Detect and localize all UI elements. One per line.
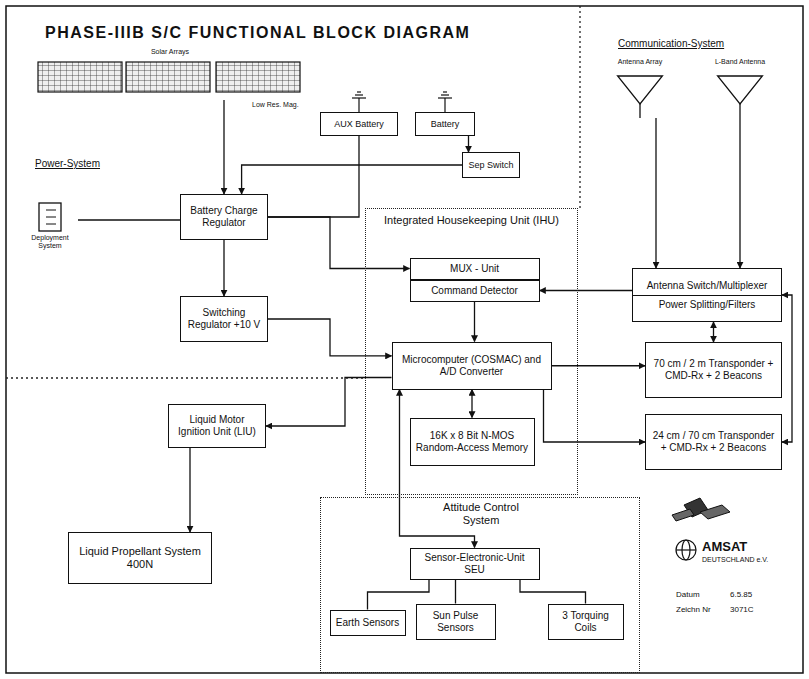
box-label: Microcomputer (COSMAC) and A/D Converter [397, 354, 547, 378]
box-sublabel: Power Splitting/Filters [633, 295, 781, 311]
box-label: Liquid Propellant System 400N [73, 545, 207, 571]
connector [468, 136, 469, 152]
drawing-date: 6.5.85 [730, 590, 752, 599]
connector [223, 100, 224, 194]
connector [540, 290, 633, 291]
memory-box: 16K x 8 Bit N-MOS Random-Access Memory [410, 418, 535, 466]
outer-border [6, 6, 803, 673]
box-label: Antenna Array [600, 54, 680, 66]
solar-panel [216, 62, 300, 92]
actuator-box: 3 Torquing Coils [548, 604, 624, 640]
ground-symbol [438, 92, 452, 112]
battery-box: AUX Battery [320, 112, 398, 136]
box-label: 3 Torquing Coils [553, 610, 619, 634]
ignition-unit-box: Liquid Motor Ignition Unit (LIU) [168, 404, 266, 448]
battery-box: Battery [415, 112, 475, 136]
box-label: Deployment System [22, 200, 78, 251]
connector [266, 378, 392, 427]
box-label: L-Band Antenna [700, 54, 780, 66]
box-label: Antenna Switch/Multiplexer [637, 280, 777, 292]
antenna-symbol: L-Band Antenna [700, 54, 780, 118]
part-label: Low Res. Mag. [252, 101, 299, 109]
computer-box: Microcomputer (COSMAC) and A/D Converter [392, 342, 552, 390]
drawing-field: Zeichn Nr [676, 605, 711, 614]
sensor-box: Earth Sensors [330, 610, 406, 636]
region-divider [6, 377, 365, 378]
electronics-box: Sensor-Electronic-Unit SEU [410, 548, 540, 580]
box-label: Solar Arrays [30, 48, 310, 56]
unit-enclosure: Integrated Housekeeping Unit (IHU) MUX - … [365, 208, 578, 495]
sensor-box: Sun Pulse Sensors [416, 604, 496, 640]
antenna-symbol: Antenna Array [600, 54, 680, 118]
connector [189, 448, 190, 532]
region-divider [579, 6, 580, 208]
connector [739, 118, 740, 268]
connector [268, 319, 392, 356]
connector [474, 302, 475, 342]
ground-symbol [352, 92, 366, 112]
deployment-box: Deployment System [22, 200, 78, 258]
drawing-number: 3071C [730, 605, 754, 614]
box-label: 24 cm / 70 cm Transponder + CMD-Rx + 2 B… [650, 430, 777, 454]
connector [713, 322, 714, 342]
box-label: Sun Pulse Sensors [421, 610, 491, 634]
logo-text: DEUTSCHLAND e.V. [702, 556, 768, 564]
connector [455, 580, 456, 604]
box-label: Integrated Housekeeping Unit (IHU) [370, 214, 573, 227]
connector [544, 390, 646, 443]
regulator-box: Battery Charge Regulator [180, 194, 268, 240]
logo-text: AMSAT [702, 540, 747, 555]
switch-box: Sep Switch [462, 152, 520, 178]
box-label: Battery [420, 119, 470, 130]
diagram-title: PHASE-IIIB S/C FUNCTIONAL BLOCK DIAGRAM [45, 24, 470, 42]
connector [78, 219, 180, 220]
connector [242, 165, 462, 194]
transponder-box: 70 cm / 2 m Transponder + CMD-Rx + 2 Bea… [645, 342, 782, 398]
box-label: Sensor-Electronic-Unit SEU [415, 552, 535, 576]
process-box: MUX - Unit [410, 258, 540, 280]
connector [782, 295, 792, 442]
connector [268, 136, 359, 217]
connector [223, 240, 224, 296]
connector [552, 365, 646, 366]
box-label: Command Detector [415, 285, 535, 297]
region-label: Communication-System [618, 38, 724, 50]
box-label: Sep Switch [467, 160, 515, 171]
system-enclosure: Attitude Control SystemSensor-Electronic… [320, 497, 640, 673]
box-label: Earth Sensors [335, 617, 401, 629]
region-label: Power-System [35, 158, 100, 170]
solar-panel [126, 62, 210, 92]
regulator-box: Switching Regulator +10 V [180, 296, 268, 342]
box-label: Attitude Control System [426, 501, 536, 527]
box-label: Battery Charge Regulator [185, 205, 263, 229]
drawing-field: Datum [676, 590, 700, 599]
connector [655, 118, 656, 268]
solar-panel [38, 62, 122, 92]
amsat-logo [676, 540, 696, 560]
box-label: AUX Battery [325, 119, 393, 130]
box-label: MUX - Unit [415, 263, 535, 275]
propulsion-box: Liquid Propellant System 400N [68, 532, 212, 584]
connector [520, 580, 586, 604]
connector [471, 390, 472, 418]
solar-array-group: Solar Arrays [30, 48, 310, 100]
transponder-box: 24 cm / 70 cm Transponder + CMD-Rx + 2 B… [645, 414, 782, 470]
box-label: 16K x 8 Bit N-MOS Random-Access Memory [415, 430, 530, 454]
box-label: 70 cm / 2 m Transponder + CMD-Rx + 2 Bea… [650, 358, 777, 382]
box-label: Liquid Motor Ignition Unit (LIU) [173, 414, 261, 438]
process-box: Command Detector [410, 280, 540, 302]
switch-box: Antenna Switch/MultiplexerPower Splittin… [632, 268, 782, 322]
box-label: Switching Regulator +10 V [185, 307, 263, 331]
satellite-icon [672, 498, 730, 521]
